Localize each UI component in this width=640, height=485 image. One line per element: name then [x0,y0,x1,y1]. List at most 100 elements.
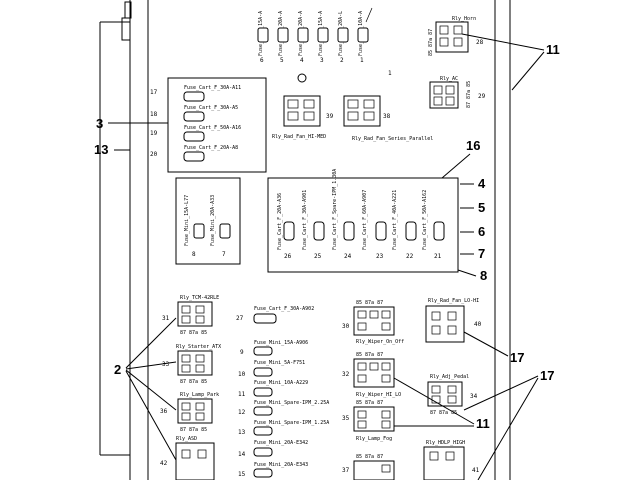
fuse-number: 14 [238,451,246,458]
fuse-label: Fuse_Mini_15A-A906 [254,340,308,346]
cart-fuse-21[interactable]: Fuse_Cart_F_50A-A162 21 [422,190,445,260]
relay-adj-pedal[interactable]: Rly_Adj_Pedal 87 87a 85 34 [427,374,478,416]
callout-2: 2 [114,362,121,377]
cart-fuse-18[interactable]: Fuse_Cart_F_30A-A5 18 [150,105,238,122]
callout-16: 16 [466,138,480,153]
lower-fuse-column: 27 Fuse_Cart_F_30A-A902 9 Fuse_Mini_15A-… [236,306,329,478]
fuse-label: Fuse_Mini_10A-A229 [254,380,308,386]
relay-title: Rly_Adj_Pedal [430,374,469,380]
relay-title: Rly_Rad_Fan_Series_Parallel [352,136,433,142]
fuse-15[interactable]: 15 Fuse_Mini_20A-E343 [238,462,308,478]
relay-title: Rly_ASD [176,436,197,442]
fuse-number: 4 [300,57,304,64]
fuse-top-4[interactable]: Fuse_Mini_20A-A 4 [297,11,309,64]
relay-pins: 87 87a 85 [466,81,472,108]
fuse-label: Fuse_Cart_F_Spare-IPM_1.30A [332,169,338,250]
relay-horn[interactable]: Rly_Horn 85 87a 87 28 [428,16,484,56]
fuse-number: 1 [360,57,364,64]
relay-pins: 85 87a 87 [356,300,383,306]
fuse-number: 25 [314,253,322,260]
fuse-label: Fuse_Cart_F_40A-A221 [392,190,398,250]
fuse-number: 17 [150,89,158,96]
relay-number: 40 [474,321,482,328]
fuse-label: Fuse_Mini_20A-E342 [254,440,308,446]
fuse-number: 7 [222,251,226,258]
cart-fuse-19[interactable]: Fuse_Cart_F_50A-A16 19 [150,125,241,142]
fuse-number: 11 [238,391,246,398]
fuse-number: 5 [280,57,284,64]
relay-hdlp-high[interactable]: Rly_HDLP_HIGH 41 [423,440,480,481]
fuse-9[interactable]: 9 Fuse_Mini_15A-A906 [240,340,308,356]
fuse-11[interactable]: 11 Fuse_Mini_10A-A229 [238,380,308,398]
cart-fuse-24[interactable]: Fuse_Cart_F_Spare-IPM_1.30A 24 [332,169,355,260]
cart-fuse-block-left: Fuse_Cart_F_30A-A11 17 Fuse_Cart_F_30A-A… [150,77,267,173]
relay-tcm[interactable]: Rly_TCM-42RLE 87 87a 85 31 [162,295,219,336]
fuse-number: 15 [238,471,246,478]
relay-number: 31 [162,315,170,322]
cart-fuse-22[interactable]: Fuse_Cart_F_40A-A221 22 [392,190,417,260]
relay-title: Rly_Wiper_On_Off [356,339,404,345]
fuse-label: Fuse_Cart_F_30A-A901 [302,190,308,250]
relay-lamp-park[interactable]: Rly_Lamp_Park 87 87a 85 36 [160,392,219,433]
mini-fuse-7[interactable]: Fuse_Mini_20A-A33 7 [210,195,231,258]
fuse-label: Fuse_Cart_F_30A-A11 [184,85,241,91]
fuse-27[interactable]: 27 Fuse_Cart_F_30A-A902 [236,306,314,324]
relay-starter[interactable]: Rly_Starter_ATX 87 87a 85 33 [162,344,221,385]
callout-11-top: 11 [546,42,560,57]
relay-title: Rly_Horn [452,16,476,22]
fuse-14[interactable]: 14 Fuse_Mini_20A-E342 [238,440,308,458]
cart-fuse-17[interactable]: Fuse_Cart_F_30A-A11 17 [150,85,241,102]
relay-30[interactable]: 85 87a 87 30 Rly_Wiper_On_Off [342,300,404,345]
fuse-number: 20 [150,151,158,158]
relay-pins: 85 87a 87 [356,400,383,406]
relay-wiper-hi-lo[interactable]: 85 87a 87 35 Rly_Lamp_Fog [342,400,395,442]
relay-number: 36 [160,408,168,415]
fuse-label: Fuse_Cart_F_50A-A16 [184,125,241,131]
fuse-label: Fuse_Cart_F_20A-A8 [184,145,238,151]
fuse-number: 10 [238,371,246,378]
fuse-label: Fuse_Mini_15A-L77 [184,195,190,246]
cart-fuse-26[interactable]: Fuse_Cart_F_20A-A36 26 [277,193,295,260]
fuse-top-5[interactable]: Fuse_Mini_20A-A 5 [277,11,289,64]
callout-17-upper: 17 [510,350,524,365]
relay-pins: 85 87a 87 [356,454,383,460]
fuse-10[interactable]: 10 Fuse_Mini_5A-F751 [238,360,305,378]
fuse-13[interactable]: 13 Fuse_Mini_Spare-IPM_1.25A [238,420,329,436]
relay-title: Rly_Rad_Fan_LO-HI [428,298,479,304]
relay-number: 32 [342,371,350,378]
fuse-top-6[interactable]: Fuse_Mini_15A-A 6 [257,11,269,64]
relay-number: 37 [342,467,350,474]
relay-ac[interactable]: Rly_AC 87 87a 85 29 [429,76,486,109]
relay-rad-fan-series-parallel[interactable]: 38 Rly_Rad_Fan_Series_Parallel [343,95,433,142]
fuse-label: Fuse_Cart_F_30A-A902 [254,306,314,312]
fuse-top-2[interactable]: Fuse_Mini_20A-L 2 [337,11,349,64]
fuse-top-3[interactable]: Fuse_Mini_15A-A 3 [317,11,329,64]
relay-asd[interactable]: Rly_ASD 42 [160,436,215,481]
relay-number: 28 [476,39,484,46]
relay-rad-fan-hi-med[interactable]: 39 Rly_Rad_Fan_HI-MED [272,95,334,140]
cart-fuse-25[interactable]: Fuse_Cart_F_30A-A901 25 [302,190,325,260]
fuse-number: 13 [238,429,246,436]
fuse-number: 9 [240,349,244,356]
cart-fuse-20[interactable]: Fuse_Cart_F_20A-A8 20 [150,145,238,162]
cart-fuse-23[interactable]: Fuse_Cart_F_60A-A907 23 [362,190,387,260]
fuse-number: 26 [284,253,292,260]
fuse-number: 2 [340,57,344,64]
callout-8: 8 [480,268,487,283]
relay-rad-fan-lo-hi[interactable]: Rly_Rad_Fan_LO-HI 40 [425,298,482,343]
callout-1: 1 [388,70,392,77]
fuse-top-1[interactable]: Fuse_Mini_10A-A 1 [357,11,369,64]
relay-number: 30 [342,323,350,330]
fuse-label: Fuse_Cart_F_60A-A907 [362,190,368,250]
fuse-12[interactable]: 12 Fuse_Mini_Spare-IPM_2.25A [238,400,329,416]
mini-fuse-8[interactable]: Fuse_Mini_15A-L77 8 [184,195,205,258]
mini-fuse-block-mid: Fuse_Mini_15A-L77 8 Fuse_Mini_20A-A33 7 [175,177,241,265]
relay-lamp-fog[interactable]: 85 87a 87 37 [342,454,395,481]
relay-title: Rly_Lamp_Park [180,392,219,398]
relay-number: 35 [342,415,350,422]
top-mini-fuse-group: Fuse_Mini_15A-A 6 Fuse_Mini_20A-A 5 Fuse… [257,7,392,83]
relay-wiper-on-off[interactable]: 85 87a 87 32 Rly_Wiper_HI_LO [342,352,401,398]
callout-13: 13 [94,142,108,157]
relay-title: Rly_Lamp_Fog [356,436,392,442]
callout-3: 3 [96,116,103,131]
